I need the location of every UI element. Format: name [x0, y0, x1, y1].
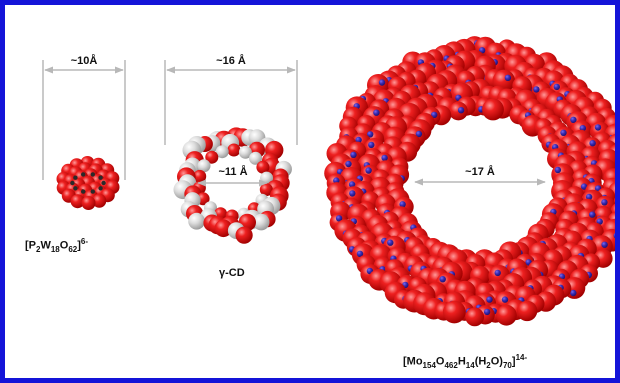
wheel-inner-dimension: ~17 Å [414, 165, 546, 186]
carbon-atom [197, 159, 211, 173]
pom-dimension: ~10Å [42, 54, 126, 180]
oxygen-atom [205, 150, 219, 164]
mo154-wheel-molecule [324, 36, 615, 327]
molybdenum-atom [373, 109, 380, 116]
molybdenum-atom [345, 160, 352, 168]
oxygen-atom [81, 196, 96, 210]
tungsten-atom [101, 180, 106, 186]
cd-dimension: ~16 Å [164, 54, 298, 145]
molybdenum-atom [415, 130, 423, 138]
cd-inner-label: ~11 Å [218, 165, 247, 178]
tungsten-atom [81, 172, 86, 177]
tungsten-atom [98, 175, 103, 180]
molybdenum-atom [483, 308, 491, 316]
carbon-atom [249, 151, 262, 165]
molybdenum-atom [439, 276, 446, 283]
molybdenum-atom [601, 199, 608, 206]
tungsten-atom [70, 180, 75, 186]
oxygen-atom [482, 98, 504, 121]
molybdenum-atom [553, 83, 560, 91]
molybdenum-atom [601, 241, 608, 248]
molybdenum-atom [589, 140, 596, 147]
molybdenum-atom [399, 201, 406, 208]
carbon-atom [188, 212, 206, 230]
oxygen-atom [227, 143, 241, 157]
pom-width-label: ~10Å [71, 54, 98, 67]
molybdenum-atom [501, 296, 509, 303]
oxygen-atom [235, 226, 253, 244]
oxygen-atom [465, 307, 485, 327]
pom-molecule [56, 156, 120, 210]
molybdenum-atom [431, 111, 438, 119]
tungsten-atom [98, 186, 103, 191]
molybdenum-atom [579, 125, 586, 132]
tungsten-atom [73, 186, 78, 191]
cd-label: γ-CD [219, 267, 245, 279]
molybdenum-atom [494, 269, 501, 277]
molybdenum-atom [367, 131, 374, 138]
carbon-atom [215, 145, 229, 159]
pom-formula-label: [P2W18O62]6- [25, 237, 89, 254]
carbon-atom [252, 213, 270, 231]
molybdenum-atom [585, 193, 593, 201]
oxygen-atom [256, 160, 270, 174]
molybdenum-atom [554, 166, 562, 174]
molybdenum-atom [560, 129, 567, 136]
molybdenum-atom [387, 239, 394, 246]
molybdenum-atom [589, 211, 596, 218]
figure-canvas: ~10Å ~16 Å ~11 Å ~17 Å [42, 36, 615, 327]
molybdenum-atom [596, 218, 603, 225]
oxygen-atom [442, 300, 466, 324]
molybdenum-atom [457, 107, 465, 114]
molybdenum-atom [570, 116, 577, 124]
wheel-formula-label: [Mo154O462H14(H2O)70]14- [403, 353, 528, 370]
molybdenum-atom [378, 79, 386, 86]
oxygen-atom [92, 193, 107, 208]
wheel-inner-label: ~17 Å [465, 165, 495, 178]
molybdenum-atom [349, 190, 356, 197]
molybdenum-atom [486, 296, 493, 303]
molybdenum-atom [594, 124, 602, 131]
molybdenum-atom [381, 154, 388, 162]
cd-outer-label: ~16 Å [216, 54, 246, 67]
cyclodextrin-molecule [173, 127, 292, 244]
molybdenum-atom [613, 232, 615, 239]
oxygen-atom [70, 194, 85, 209]
molybdenum-atom [348, 181, 356, 188]
oxygen-atom [214, 219, 233, 238]
molybdenum-atom [368, 141, 375, 149]
carbon-atom [238, 145, 252, 159]
molybdenum-atom [504, 74, 512, 82]
oxygen-atom [516, 300, 538, 322]
molybdenum-atom [350, 151, 357, 158]
molybdenum-atom [580, 183, 588, 190]
tungsten-atom [73, 175, 78, 180]
molybdenum-atom [335, 215, 343, 222]
molybdenum-atom [570, 289, 577, 297]
cd-inner-dimension: ~11 Å [197, 165, 268, 187]
molybdenum-atom [365, 167, 372, 174]
molybdenum-atom [356, 250, 364, 257]
tungsten-atom [90, 172, 96, 177]
tungsten-atom [90, 189, 96, 194]
oxygen-atom [496, 304, 517, 326]
molybdenum-atom [533, 86, 540, 93]
tungsten-atom [81, 189, 86, 194]
